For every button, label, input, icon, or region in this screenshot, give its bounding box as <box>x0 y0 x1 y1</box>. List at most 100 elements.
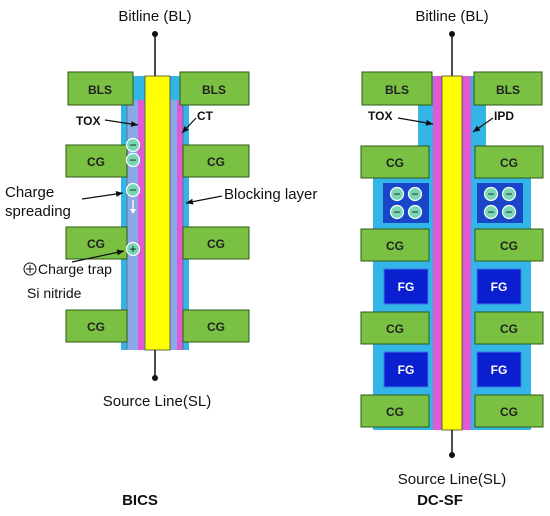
bics-charge-trap-label: Charge trap <box>38 261 112 277</box>
svg-text:−: − <box>393 205 400 219</box>
charge-electron: − <box>501 186 517 202</box>
svg-text:−: − <box>487 187 494 201</box>
bics-sourceline-terminal <box>152 375 158 381</box>
bics-ct-label: CT <box>197 109 214 123</box>
bics-charges: − − − + <box>125 137 141 257</box>
dcsf-trap-box-right <box>477 183 523 223</box>
charge-electron: − <box>389 186 405 202</box>
bics-bitline-label: Bitline (BL) <box>118 8 191 25</box>
charge-electron: − <box>501 204 517 220</box>
svg-text:−: − <box>129 183 136 197</box>
charge-electron: − <box>407 186 423 202</box>
dcsf-fg2-right-label: FG <box>491 363 508 377</box>
bics-bls-label-left: BLS <box>88 83 112 97</box>
svg-text:−: − <box>411 205 418 219</box>
bics-magenta-stripe-left <box>138 100 144 350</box>
dcsf-tox-arrow <box>397 117 434 126</box>
dcsf-cg4-right-label: CG <box>500 405 518 419</box>
svg-text:−: − <box>411 187 418 201</box>
svg-text:−: − <box>505 205 512 219</box>
dcsf-bitline-terminal <box>449 31 455 37</box>
charge-electron: − <box>407 204 423 220</box>
bics-bls-gate-left <box>67 71 134 106</box>
dcsf-bitline-label: Bitline (BL) <box>415 8 488 25</box>
dcsf-bls-left <box>361 71 433 106</box>
dcsf-cg2-left-label: CG <box>386 239 404 253</box>
bics-ct-arrow <box>181 117 197 134</box>
bics-blocking-layer-label: Blocking layer <box>224 186 317 203</box>
bics-cg2-right <box>182 226 250 260</box>
dcsf-bls-right <box>473 71 543 106</box>
dcsf-diagram: Bitline (BL) FG FG FG FG BLS BLS CG CG C… <box>360 8 544 509</box>
dcsf-cg3-left-label: CG <box>386 322 404 336</box>
dcsf-fg2-left-label: FG <box>398 363 415 377</box>
svg-text:+: + <box>129 242 136 256</box>
dcsf-cg1-left <box>360 145 430 179</box>
bics-cg1-right <box>182 144 250 178</box>
svg-text:−: − <box>505 187 512 201</box>
dcsf-fg2-left <box>383 351 429 388</box>
dcsf-trap-charges-left: − − − − <box>389 186 423 220</box>
bics-channel <box>144 75 171 351</box>
bics-cg1-left <box>65 144 128 178</box>
dcsf-fg1-left <box>383 268 429 305</box>
bics-cg3-left <box>65 309 128 343</box>
dcsf-ipd-arrow <box>472 117 494 133</box>
dcsf-sourceline-terminal <box>449 452 455 458</box>
bics-tox-label: TOX <box>76 114 100 128</box>
dcsf-tox-label: TOX <box>368 109 392 123</box>
bics-charge-spreading-line1: Charge <box>5 184 54 201</box>
charge-trap-plus-icon <box>23 262 37 276</box>
dcsf-ipd-label: IPD <box>494 109 514 123</box>
dcsf-fg2-right <box>476 351 522 388</box>
bics-charge-spreading-line2: spreading <box>5 203 71 220</box>
bics-bls-label-right: BLS <box>202 83 226 97</box>
dcsf-magenta-left <box>433 76 442 430</box>
svg-text:−: − <box>129 153 136 167</box>
charge-electron: − <box>483 186 499 202</box>
dcsf-cg2-right-label: CG <box>500 239 518 253</box>
dcsf-cg4-left-label: CG <box>386 405 404 419</box>
bics-bitline-terminal <box>152 31 158 37</box>
svg-text:−: − <box>487 205 494 219</box>
bics-cg1-left-label: CG <box>87 155 105 169</box>
bics-magenta-stripe-right <box>177 100 183 350</box>
dcsf-cg1-right-label: CG <box>500 156 518 170</box>
dcsf-magenta-right <box>462 76 471 430</box>
bics-cg1-right-label: CG <box>207 155 225 169</box>
bics-charge-trap-arrow <box>71 249 125 263</box>
charge-hole: + <box>125 241 141 257</box>
bics-cg2-left <box>65 226 128 260</box>
dcsf-sourceline-label: Source Line(SL) <box>398 471 506 488</box>
dcsf-cg3-right <box>474 311 544 345</box>
dcsf-trap-box-left <box>383 183 429 223</box>
bics-charge-spreading-arrow <box>81 191 124 200</box>
dcsf-cg3-left <box>360 311 430 345</box>
charge-electron: − <box>389 204 405 220</box>
bics-si-nitride-label: Si nitride <box>27 285 82 301</box>
dcsf-cg1-right <box>474 145 544 179</box>
bics-tox-arrow <box>104 119 139 127</box>
bics-caption: BICS <box>122 492 158 509</box>
dcsf-cg1-left-label: CG <box>386 156 404 170</box>
bics-sourceline-label: Source Line(SL) <box>103 393 211 410</box>
bics-cg2-left-label: CG <box>87 237 105 251</box>
charge-electron: − <box>125 137 141 153</box>
bics-cg3-right-label: CG <box>207 320 225 334</box>
bics-bls-gate-right <box>179 71 250 106</box>
dcsf-fg1-left-label: FG <box>398 280 415 294</box>
dcsf-caption: DC-SF <box>417 492 463 509</box>
svg-text:−: − <box>129 138 136 152</box>
dcsf-cg3-right-label: CG <box>500 322 518 336</box>
bics-cg3-right <box>182 309 250 343</box>
charge-electron: − <box>125 152 141 168</box>
dcsf-cg2-left <box>360 228 430 262</box>
bics-diagram: Bitline (BL) BLS BLS CG CG CG CG CG CG − <box>5 8 317 509</box>
bics-cg2-right-label: CG <box>207 237 225 251</box>
dcsf-channel <box>441 75 463 431</box>
dcsf-fg1-right <box>476 268 522 305</box>
dcsf-bls-left-label: BLS <box>385 83 409 97</box>
dcsf-bls-right-label: BLS <box>496 83 520 97</box>
bics-cg3-left-label: CG <box>87 320 105 334</box>
